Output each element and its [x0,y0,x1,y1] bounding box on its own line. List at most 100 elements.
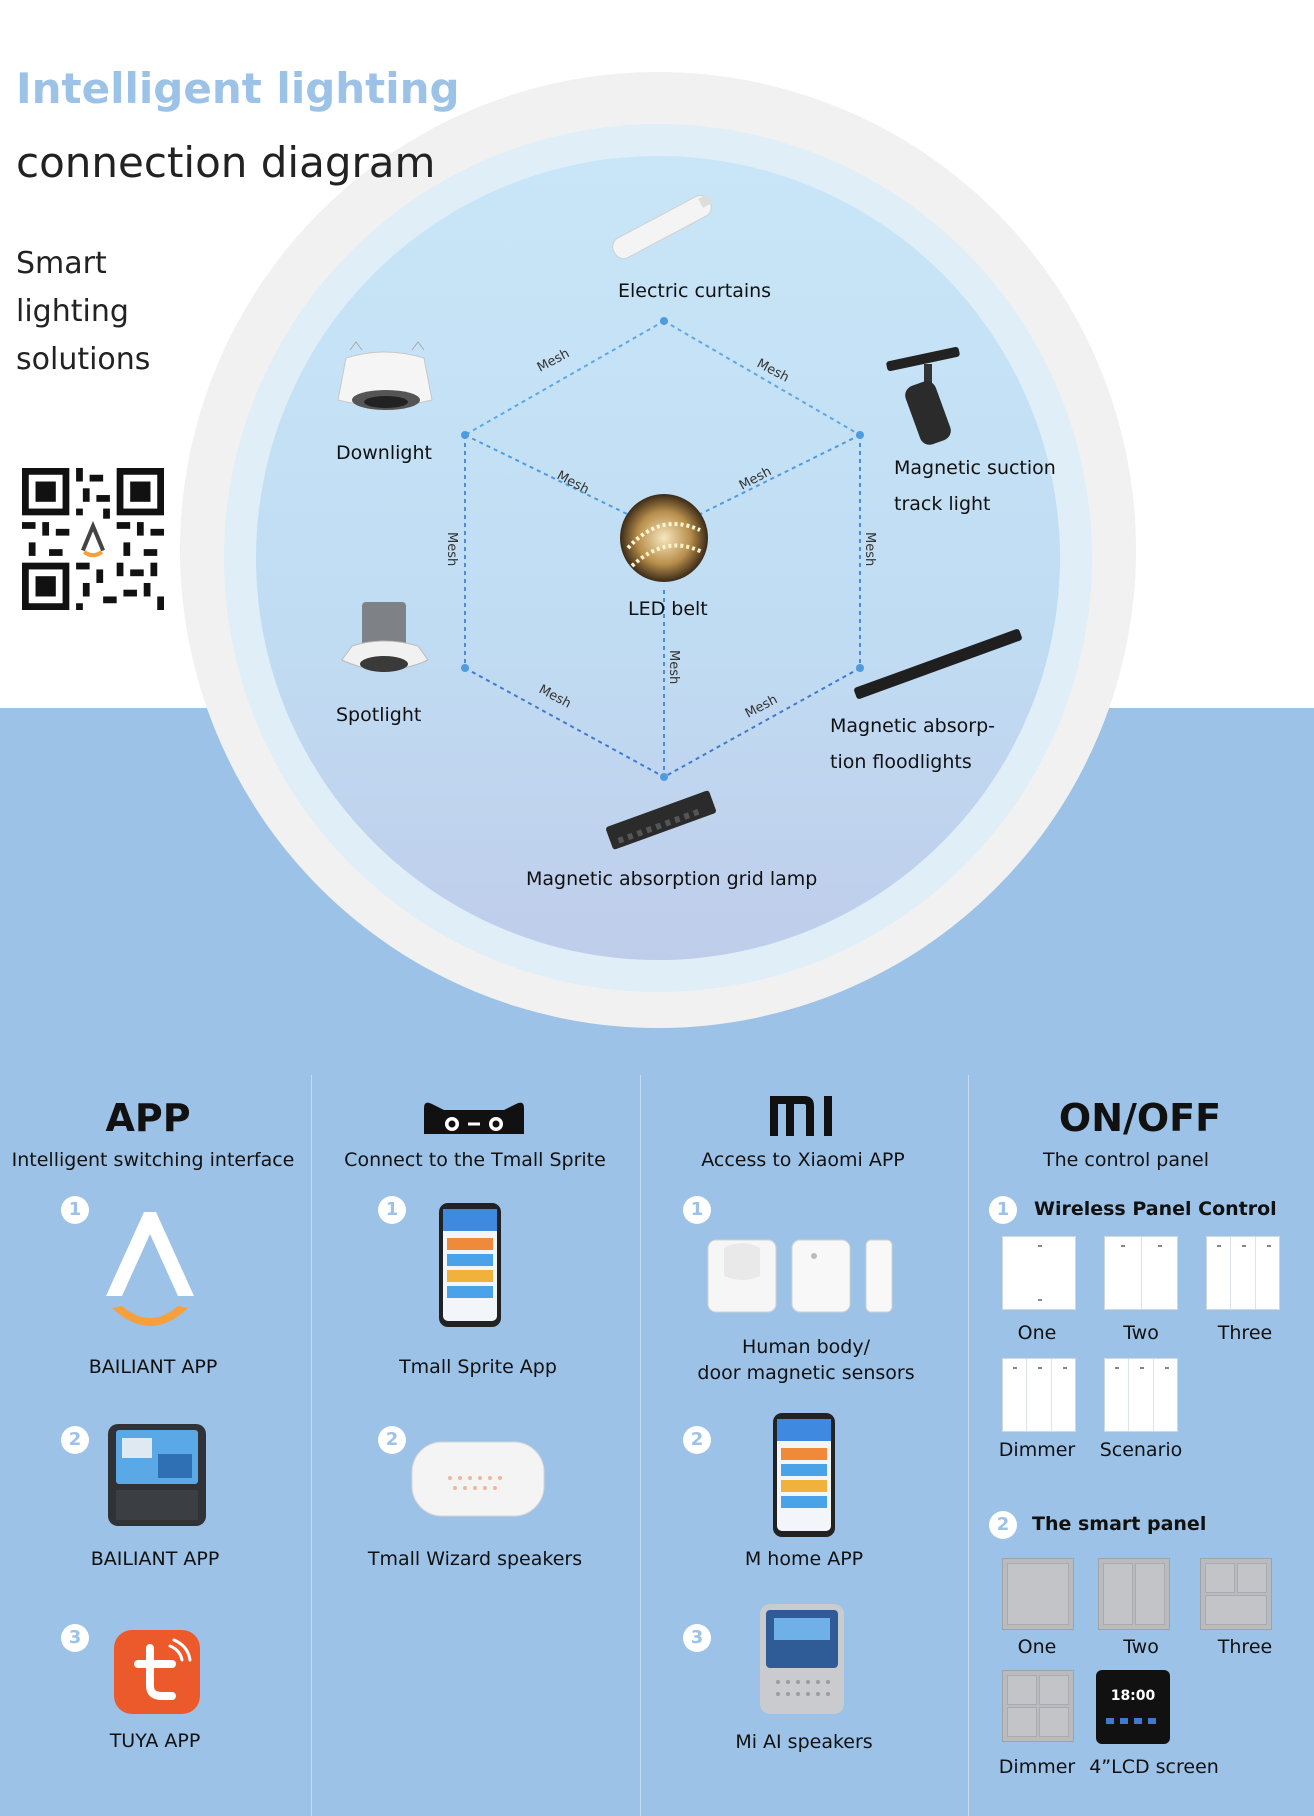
step-badge: 2 [683,1426,711,1454]
app-item-label: BAILIANT APP [90,1548,220,1570]
mesh-label: Mesh [535,346,572,375]
mesh-link [464,667,665,778]
device-label-line: track light [894,493,991,515]
app-heading: APP [105,1096,191,1140]
subtitle-line: Smart [16,246,107,281]
wireless-panel-label: One [1017,1322,1057,1344]
track-light-icon [886,346,960,445]
lcd-time: 18:00 [1110,1688,1156,1704]
app-subheading: Intelligent switching interface [11,1149,295,1171]
device-label-curtains: Electric curtains [618,280,772,302]
device-label-track-light: Magnetic suction track light [894,450,1056,522]
smart-panel-label: One [1017,1636,1057,1658]
curtain-motor-icon [612,194,712,260]
step-badge: 1 [378,1196,406,1224]
column-divider [311,1075,312,1816]
mesh-diagram: Mesh Mesh Mesh Mesh Mesh Mesh Mesh Mesh … [337,194,1022,850]
grid-lamp-icon [606,790,716,850]
tmall-logo-icon [424,1102,524,1134]
wireless-panel-label: Two [1123,1322,1159,1344]
device-label-led-belt: LED belt [628,598,708,620]
wireless-panel-two [1104,1236,1178,1310]
mesh-label: Mesh [754,356,791,385]
mesh-link [663,667,861,778]
device-label-line: Magnetic suction [894,457,1056,479]
tmall-subheading: Connect to the Tmall Sprite [344,1149,606,1171]
device-label-spotlight: Spotlight [336,704,422,726]
smart-panel-label: Two [1123,1636,1159,1658]
tmall-item-label: Tmall Wizard speakers [367,1548,583,1570]
sensor-devices-icon [707,1239,893,1313]
subtitle-line: solutions [16,342,151,377]
xiaomi-item-label: Mi AI speakers [735,1731,873,1753]
phone-app-icon [439,1203,501,1327]
app-item-label: TUYA APP [109,1730,201,1752]
device-label-line: Magnetic absorp- [830,715,995,737]
xiaomi-item-label: Human body/ door magnetic sensors [650,1334,962,1386]
app-item-label: BAILIANT APP [88,1356,218,1378]
lcd-screen-panel: 18:00 [1096,1670,1170,1744]
wireless-panel-label: Three [1217,1322,1273,1344]
page-title: Intelligent lighting [16,64,460,113]
mesh-node [461,431,469,439]
mesh-label: Mesh [862,532,877,566]
mesh-label: Mesh [554,468,591,497]
smart-speaker-icon [411,1441,545,1517]
downlight-icon [337,341,433,410]
mesh-link [464,320,665,436]
smart-panel-three [1200,1558,1272,1630]
device-label-floodlights: Magnetic absorp- tion floodlights [830,708,995,780]
step-badge: 2 [61,1426,89,1454]
step-badge: 3 [683,1624,711,1652]
mesh-link [663,320,861,436]
step-badge: 2 [378,1426,406,1454]
smart-display-icon [108,1424,206,1526]
xiaomi-item-label-line: door magnetic sensors [697,1362,915,1384]
mesh-node [461,664,469,672]
mi-ai-speaker-icon [760,1604,844,1714]
onoff-heading: ON/OFF [1058,1096,1222,1140]
mesh-label: Mesh [536,682,573,711]
spotlight-icon [341,602,429,672]
mesh-node [856,664,864,672]
smart-panel-label: Three [1217,1636,1273,1658]
xiaomi-logo-icon [770,1096,832,1136]
column-divider [640,1075,641,1816]
onoff-subheading: The control panel [1043,1149,1209,1171]
device-label-downlight: Downlight [336,442,432,464]
phone-app-icon [773,1413,835,1537]
mesh-label: Mesh [743,692,780,721]
page-title-secondary: connection diagram [16,138,436,187]
smart-panel-label: 4”LCD screen [1089,1756,1219,1778]
xiaomi-item-label: M home APP [744,1548,864,1570]
mesh-node [660,317,668,325]
mesh-label: Mesh [444,532,459,566]
qr-code-icon [22,468,164,610]
floodlight-rail-icon [854,629,1022,699]
column-divider [968,1075,969,1816]
tmall-item-label: Tmall Sprite App [399,1356,557,1378]
wireless-panel-dimmer [1002,1358,1076,1432]
mesh-node [856,431,864,439]
mesh-label: Mesh [737,464,774,493]
led-belt-icon [620,494,708,582]
wireless-panel-scenario [1104,1358,1178,1432]
device-label-line: tion floodlights [830,751,972,773]
mesh-label: Mesh [666,650,681,684]
smart-panel-title: The smart panel [1032,1513,1207,1535]
xiaomi-item-label-line: Human body/ [742,1336,870,1358]
page-subtitle: Smart lighting solutions [16,240,176,384]
step-badge: 1 [989,1196,1017,1224]
step-badge: 2 [989,1511,1017,1539]
mesh-node [660,773,668,781]
wireless-panel-label: Dimmer [998,1439,1076,1461]
smart-panel-one [1002,1558,1074,1630]
bailiant-app-logo-icon [106,1212,194,1326]
subtitle-line: lighting [16,294,129,329]
wireless-panel-one [1002,1236,1076,1310]
smart-panel-label: Dimmer [998,1756,1076,1778]
tuya-app-icon [114,1630,200,1714]
step-badge: 1 [61,1196,89,1224]
smart-panel-dimmer [1002,1670,1074,1742]
smart-panel-two [1098,1558,1170,1630]
